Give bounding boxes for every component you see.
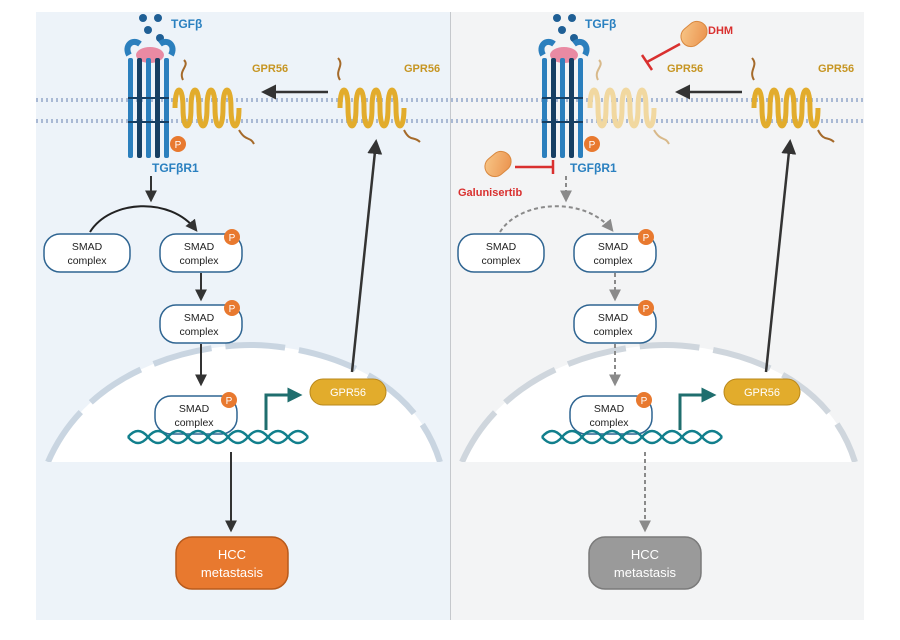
- smad-complex-nuclear-right: SMAD complex P: [569, 392, 653, 435]
- gpr56-membrane-left: [172, 59, 255, 145]
- smad-complex-phospho-2-right: SMAD complex P: [573, 300, 657, 344]
- svg-text:P: P: [643, 233, 650, 244]
- hcc-metastasis-right-line1: HCC: [631, 547, 659, 562]
- left-panel: TGFβ P TGFβR1 GPR56 GPR56: [36, 14, 450, 620]
- arrow-smad-activation-right: [499, 205, 614, 233]
- phospho-receptor-right: [584, 136, 600, 152]
- gpr56-label-left-membrane: GPR56: [252, 63, 288, 75]
- svg-text:SMAD: SMAD: [184, 312, 215, 324]
- svg-text:SMAD: SMAD: [598, 312, 629, 324]
- gpr56-product-right: [723, 378, 801, 406]
- galunisertib-inhibition-line: [515, 160, 555, 174]
- dna-strand-left: [127, 429, 309, 445]
- arrow-gpr56-to-membrane-right: [764, 139, 797, 373]
- dhm-pill-icon: [680, 20, 708, 48]
- gpr56-new-left: [337, 57, 421, 143]
- smad-complex-phospho-2-left: SMAD complex P: [159, 300, 243, 344]
- svg-text:complex: complex: [593, 255, 633, 267]
- hcc-metastasis-left: [175, 536, 289, 590]
- right-panel: TGFβ P TGFβR1 GPR56 GPR56: [451, 14, 864, 620]
- phospho-receptor-left: [170, 136, 186, 152]
- galunisertib-label: Galunisertib: [458, 187, 522, 199]
- svg-text:complex: complex: [174, 417, 214, 429]
- svg-text:complex: complex: [481, 255, 521, 267]
- dhm-label: DHM: [708, 25, 733, 37]
- svg-text:SMAD: SMAD: [72, 241, 103, 253]
- svg-text:SMAD: SMAD: [598, 241, 629, 253]
- tgfb-label-right: TGFβ: [585, 17, 616, 31]
- svg-text:complex: complex: [589, 417, 629, 429]
- smad-complex-free-left: SMAD complex: [43, 233, 131, 273]
- gpr56-product-left: [309, 378, 387, 406]
- gpr56-membrane-right-inhibited: [587, 59, 670, 145]
- transcription-arrow-left: [264, 387, 303, 430]
- gpr56-new-right: [751, 57, 835, 143]
- svg-text:SMAD: SMAD: [594, 403, 625, 415]
- arrow-smad-activation-left: [89, 205, 198, 233]
- transcription-arrow-right: [678, 387, 717, 430]
- hcc-metastasis-right: [588, 536, 702, 590]
- svg-text:complex: complex: [593, 326, 633, 338]
- dna-strand-right: [541, 429, 723, 445]
- svg-text:SMAD: SMAD: [486, 241, 517, 253]
- svg-text:P: P: [229, 233, 236, 244]
- tgfb-label-left: TGFβ: [171, 17, 202, 31]
- svg-text:P: P: [641, 396, 648, 407]
- svg-text:complex: complex: [179, 255, 219, 267]
- svg-text:SMAD: SMAD: [179, 403, 210, 415]
- svg-text:SMAD: SMAD: [184, 241, 215, 253]
- phospho-receptor-right-label: P: [589, 140, 596, 151]
- svg-text:P: P: [226, 396, 233, 407]
- tgfbr1-receptor-right: [538, 38, 590, 158]
- smad-complex-nuclear-left: SMAD complex P: [154, 392, 238, 435]
- smad-complex-phospho-1-right: SMAD complex P: [573, 229, 657, 273]
- gpr56-product-right-label: GPR56: [744, 387, 780, 399]
- svg-text:P: P: [643, 304, 650, 315]
- hcc-metastasis-left-line2: metastasis: [201, 565, 264, 580]
- gpr56-label-left-new: GPR56: [404, 63, 440, 75]
- gpr56-product-left-label: GPR56: [330, 387, 366, 399]
- tgfb-ligand-right: [553, 14, 578, 42]
- svg-text:complex: complex: [67, 255, 107, 267]
- gpr56-label-right-new: GPR56: [818, 63, 854, 75]
- smad-complex-free-right: SMAD complex: [457, 233, 545, 273]
- tgfbr1-label-left: TGFβR1: [152, 161, 199, 175]
- arrow-gpr56-to-membrane-left: [350, 139, 383, 373]
- galunisertib-pill-icon: [484, 150, 512, 178]
- svg-text:P: P: [229, 304, 236, 315]
- hcc-metastasis-right-line2: metastasis: [614, 565, 677, 580]
- tgfbr1-label-right: TGFβR1: [570, 161, 617, 175]
- phospho-receptor-left-label: P: [175, 140, 182, 151]
- svg-text:complex: complex: [179, 326, 219, 338]
- smad-complex-phospho-1-left: SMAD complex P: [159, 229, 243, 273]
- hcc-metastasis-left-line1: HCC: [218, 547, 246, 562]
- dhm-inhibition-line: [640, 42, 681, 71]
- cell-membrane-right: [451, 98, 864, 123]
- gpr56-label-right-membrane: GPR56: [667, 63, 703, 75]
- tgfbr1-receptor-left: [124, 38, 176, 158]
